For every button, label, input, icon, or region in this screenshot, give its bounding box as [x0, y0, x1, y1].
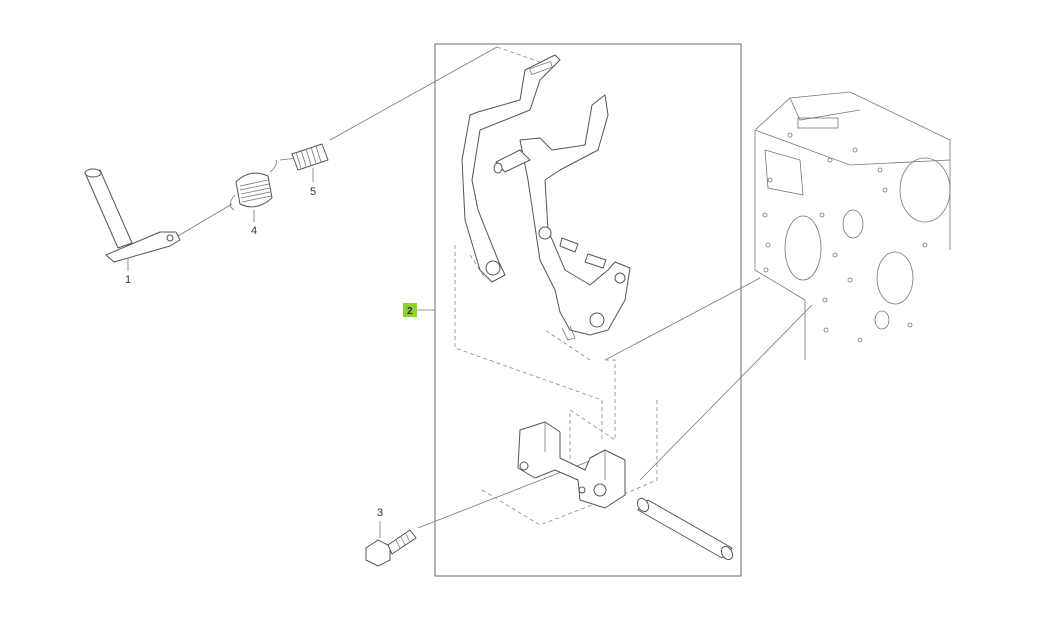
callout-1[interactable]: 1	[125, 258, 131, 286]
callout-5[interactable]: 5	[310, 168, 316, 198]
callout-5-label: 5	[310, 186, 316, 198]
callout-3-label: 3	[377, 507, 383, 519]
alignment-lines	[177, 46, 813, 529]
part-1-lever-shaft[interactable]	[84, 168, 181, 263]
cross-shaft-pin[interactable]	[635, 496, 735, 561]
part-3-bolt[interactable]	[365, 529, 417, 567]
callout-2-highlighted[interactable]: 2	[403, 303, 435, 317]
bracket-block[interactable]	[517, 421, 626, 509]
callout-4[interactable]: 4	[251, 210, 257, 237]
callout-1-label: 1	[125, 274, 131, 286]
callout-2-badge[interactable]	[403, 303, 417, 317]
engine-block	[754, 91, 951, 360]
part-4-tension-spring[interactable]	[229, 159, 277, 211]
part-5-small-spring[interactable]	[291, 143, 329, 171]
callout-2-label: 2	[407, 306, 413, 317]
part-2-fork-assembly[interactable]	[461, 54, 631, 341]
callout-3[interactable]: 3	[377, 507, 383, 538]
callout-4-label: 4	[251, 225, 257, 237]
engine-bolt-holes	[762, 132, 928, 343]
